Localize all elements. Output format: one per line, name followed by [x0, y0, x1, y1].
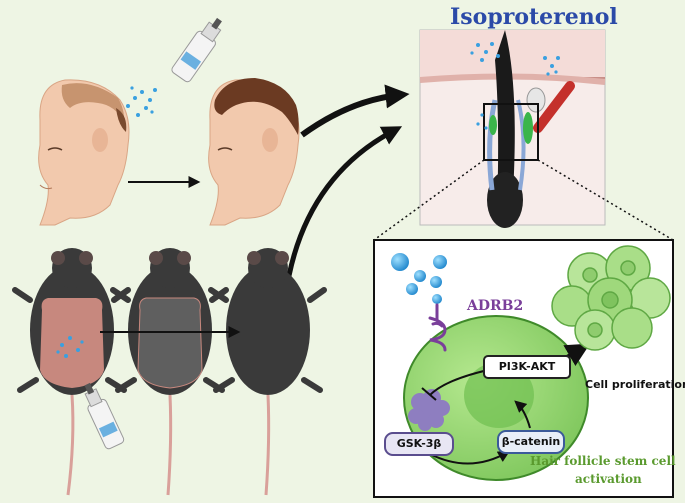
proliferating-cells-icon [551, 245, 671, 351]
inhibit-bar-1 [421, 387, 437, 401]
diagram-title: Isoproterenol [450, 4, 618, 30]
spray-bottle-mouse-icon [84, 382, 125, 450]
gsk3b-protein-icon [408, 389, 450, 431]
human-head-balding [38, 79, 130, 226]
mouse-regrown [208, 248, 327, 496]
mouse-spray-droplets [56, 336, 84, 358]
arrow-human-to-follicle [300, 84, 410, 138]
human-head-regrown [208, 78, 300, 226]
zoom-line-right [537, 159, 674, 241]
cell-proliferation-label: Cell proliferation [585, 378, 685, 391]
arrow-mouse-to-follicle [282, 126, 403, 301]
pi3k-akt-label: PI3K-AKT [483, 355, 571, 379]
hair-follicle-panel [419, 29, 606, 228]
mouse-treated-spray [12, 248, 131, 496]
gsk3b-label: GSK-3β [384, 432, 454, 456]
receptor-label: ADRB2 [467, 298, 524, 314]
follicle-drug-drops [470, 42, 560, 130]
adrb2-receptor-icon [428, 303, 447, 352]
hfsc-activation-label-line2: activation [575, 472, 642, 486]
inhibit-pi3k-gsk [429, 369, 489, 396]
hfsc-activation-label-line1: Hair follicle stem cell [530, 454, 676, 468]
spray-bottle-icon [171, 17, 222, 83]
arrow-bcatenin-to-nucleus [514, 400, 531, 429]
drug-molecules [391, 253, 447, 304]
mouse-shaved [110, 248, 229, 496]
beta-catenin-label: β-catenin [497, 430, 565, 454]
spray-droplets [126, 86, 157, 117]
arrow-gsk-to-bcatenin [429, 450, 511, 465]
